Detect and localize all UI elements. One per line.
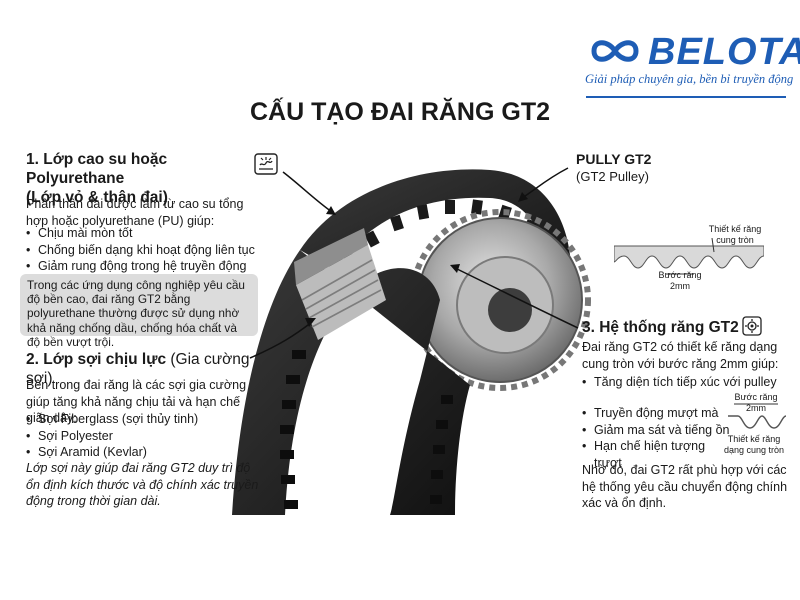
section-1-list: Chịu mài mòn tốt Chống biến dạng khi hoạ… xyxy=(26,225,276,275)
section-2-title-light: (Gia cường sợi) xyxy=(26,351,250,387)
section-1-title: 1. Lớp cao su hoặc Polyurethane xyxy=(26,151,168,187)
section-3-footer: Nhờ đó, đai GT2 rất phù hợp với các hệ t… xyxy=(582,463,788,510)
list-item: Hạn chế hiện tượng trượt xyxy=(582,438,732,471)
list-item: Giảm ma sát và tiếng ồn xyxy=(582,422,732,439)
section-1-description: Phần thân đai được làm từ cao su tổng hợ… xyxy=(26,197,244,228)
belt-teeth-lower xyxy=(280,350,453,509)
belt-outer-body xyxy=(300,169,571,300)
list-item: Chịu mài mòn tốt xyxy=(26,225,276,242)
infinity-logo-icon xyxy=(591,40,639,62)
diagram-2-pitch-label: Bước răng 2mm xyxy=(734,392,778,413)
diagram-2-design-label: Thiết kế răng dạng cung tròn xyxy=(723,434,785,455)
pulley-bore xyxy=(488,288,532,332)
section-3-description: Đai răng GT2 có thiết kế răng dạng cung … xyxy=(582,340,779,371)
list-item: Sợi Fiberglass (sợi thủy tinh) xyxy=(26,411,266,428)
diagram-1-pitch-label: Bước răng 2mm xyxy=(658,270,702,291)
page-title: CẤU TẠO ĐAI RĂNG GT2 xyxy=(250,98,550,126)
pulley-title: PULLY GT2 xyxy=(576,151,652,167)
belt-fiber-cutaway xyxy=(294,228,386,340)
diagram-1-design-label: Thiết kế răng cung tròn xyxy=(708,224,762,245)
list-item: Truyền động mượt mà xyxy=(582,405,732,422)
section-3-list-top: Tăng diện tích tiếp xúc với pulley xyxy=(582,374,782,391)
section-2-title: 2. Lớp sợi chịu lực (Gia cường sợi) xyxy=(26,350,266,388)
tooth-profile-diagram-bottom xyxy=(728,403,786,429)
brand-tagline: Giải pháp chuyên gia, bền bỉ truyền động xyxy=(585,72,794,86)
section-2-footer: Lớp sợi này giúp đai răng GT2 duy trì độ… xyxy=(26,461,259,508)
list-item: Chống biến dạng khi hoạt động liên tục xyxy=(26,242,276,259)
pulley-label: PULLY GT2 (GT2 Pulley) xyxy=(576,150,716,186)
belt-lower-body xyxy=(232,250,470,515)
section-1-subtitle: (Lớp vỏ & thân đai) xyxy=(26,189,168,206)
list-item: Tăng diện tích tiếp xúc với pulley xyxy=(582,374,782,391)
section-3-list-bottom: Truyền động mượt mà Giảm ma sát và tiếng… xyxy=(582,405,732,471)
heat-resistance-icon xyxy=(254,153,278,175)
section-3-title: 3. Hệ thống răng GT2 xyxy=(582,319,739,336)
pulley-subtitle: (GT2 Pulley) xyxy=(576,169,649,184)
brand-logo: BELOTA xyxy=(586,30,800,98)
brand-underline xyxy=(586,96,786,98)
section-1-heading: 1. Lớp cao su hoặc Polyurethane (Lớp vỏ … xyxy=(26,150,266,207)
list-item: Sợi Aramid (Kevlar) xyxy=(26,444,266,461)
section-1-note: Trong các ứng dụng công nghiệp yêu cầu đ… xyxy=(20,274,258,349)
list-item: Sợi Polyester xyxy=(26,428,266,445)
brand-name: BELOTA xyxy=(648,31,800,73)
section-2-list: Sợi Fiberglass (sợi thủy tinh) Sợi Polye… xyxy=(26,411,266,461)
gear-settings-icon xyxy=(742,316,762,336)
list-item: Giảm rung động trong hệ truyền động xyxy=(26,258,276,275)
section-2-title-bold: 2. Lớp sợi chịu lực xyxy=(26,351,167,368)
tooth-profile-diagram-top xyxy=(614,238,764,275)
